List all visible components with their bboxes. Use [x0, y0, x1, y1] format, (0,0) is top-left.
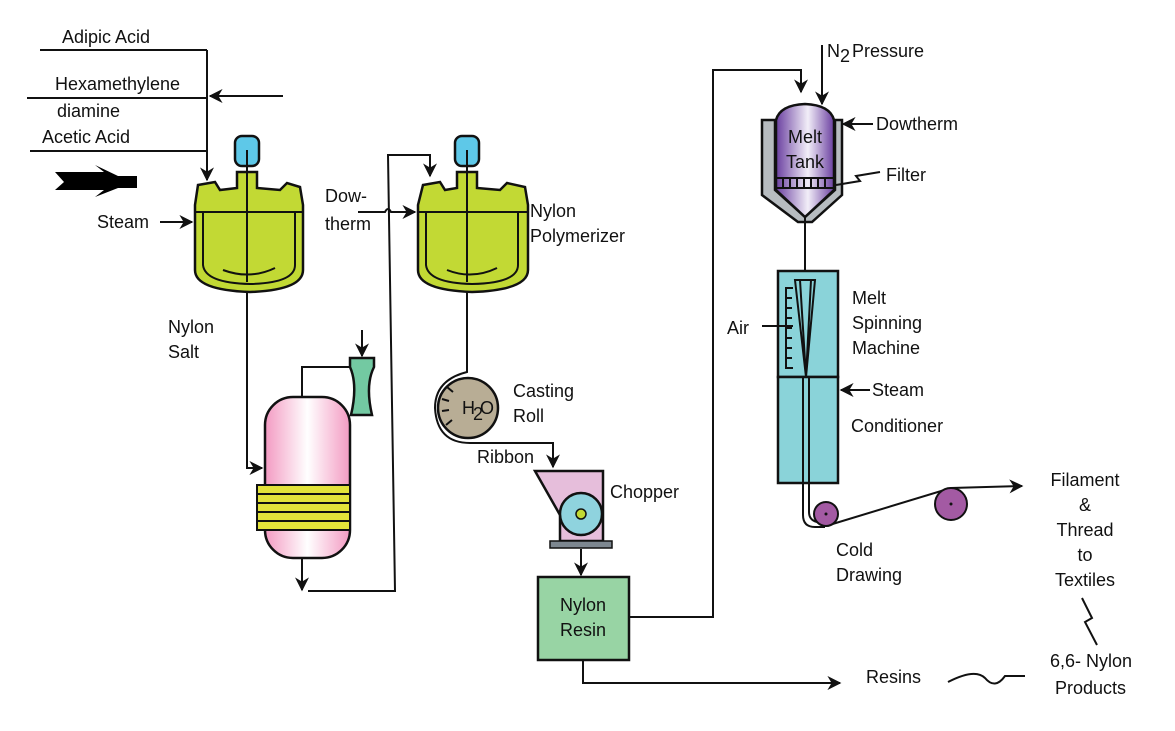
label-n2-sub: 2 — [840, 46, 850, 66]
label-melt-spinning-3: Machine — [852, 338, 920, 358]
label-nylon-resin-2: Resin — [560, 620, 606, 640]
h2o-label: H — [462, 398, 475, 418]
label-conditioner: Conditioner — [851, 416, 943, 436]
label-nylon-products: 6,6- Nylon — [1050, 651, 1132, 671]
casting-roll: H 2 O Casting Roll Ribbon — [436, 376, 574, 467]
nozzle — [348, 356, 376, 417]
label-adipic-acid: Adipic Acid — [62, 27, 150, 47]
label-casting-roll: Casting — [513, 381, 574, 401]
flow-arrow-icon — [55, 165, 137, 197]
label-cold-drawing: Cold — [836, 540, 873, 560]
label-filament-3: Thread — [1056, 520, 1113, 540]
label-nylon-salt: Nylon — [168, 317, 214, 337]
label-nylon-resin: Nylon — [560, 595, 606, 615]
label-pressure: Pressure — [852, 41, 924, 61]
label-dowtherm-2: therm — [325, 214, 371, 234]
h2o-sub: 2 — [473, 404, 483, 424]
label-dowtherm-2: Dowtherm — [876, 114, 958, 134]
melt-tank: Melt Tank N 2 Pressure Dowtherm Filter — [760, 41, 958, 270]
label-n2-pressure: N — [827, 41, 840, 61]
h2o-o: O — [480, 398, 494, 418]
label-ribbon: Ribbon — [477, 447, 534, 467]
label-acetic-acid: Acetic Acid — [42, 127, 130, 147]
label-nylon-salt-2: Salt — [168, 342, 199, 362]
label-dowtherm: Dow- — [325, 186, 367, 206]
nylon-polymerizer: Dow- therm Nylon Polymerizer — [325, 134, 625, 469]
label-melt-tank: Melt — [788, 127, 822, 147]
label-nylon-products-2: Products — [1055, 678, 1126, 698]
label-cold-drawing-2: Drawing — [836, 565, 902, 585]
label-filament: Filament — [1050, 470, 1119, 490]
label-filter: Filter — [886, 165, 926, 185]
label-diamine: diamine — [57, 101, 120, 121]
label-steam: Steam — [97, 212, 149, 232]
label-casting-roll-2: Roll — [513, 406, 544, 426]
label-melt-spinning-2: Spinning — [852, 313, 922, 333]
feed-lines: Adipic Acid Hexamethylene diamine Acetic… — [27, 27, 283, 197]
label-polymerizer: Nylon — [530, 201, 576, 221]
label-air: Air — [727, 318, 749, 338]
nylon-resin-box: Nylon Resin Resins 6,6- Nylon Products — [536, 69, 1132, 698]
label-steam-2: Steam — [872, 380, 924, 400]
label-melt-spinning: Melt — [852, 288, 886, 308]
label-polymerizer-2: Polymerizer — [530, 226, 625, 246]
label-filament-5: Textiles — [1055, 570, 1115, 590]
melt-spinning-machine: Air Melt Spinning Machine Steam Conditio… — [727, 269, 1120, 590]
label-chopper: Chopper — [610, 482, 679, 502]
evaporator — [256, 154, 437, 592]
label-resins: Resins — [866, 667, 921, 687]
label-hexamethylene: Hexamethylene — [55, 74, 180, 94]
salt-reactor: Steam Nylon Salt — [97, 134, 305, 475]
label-melt-tank-2: Tank — [786, 152, 825, 172]
label-filament-4: to — [1077, 545, 1092, 565]
chopper: Chopper — [532, 469, 679, 577]
label-filament-2: & — [1079, 495, 1091, 515]
